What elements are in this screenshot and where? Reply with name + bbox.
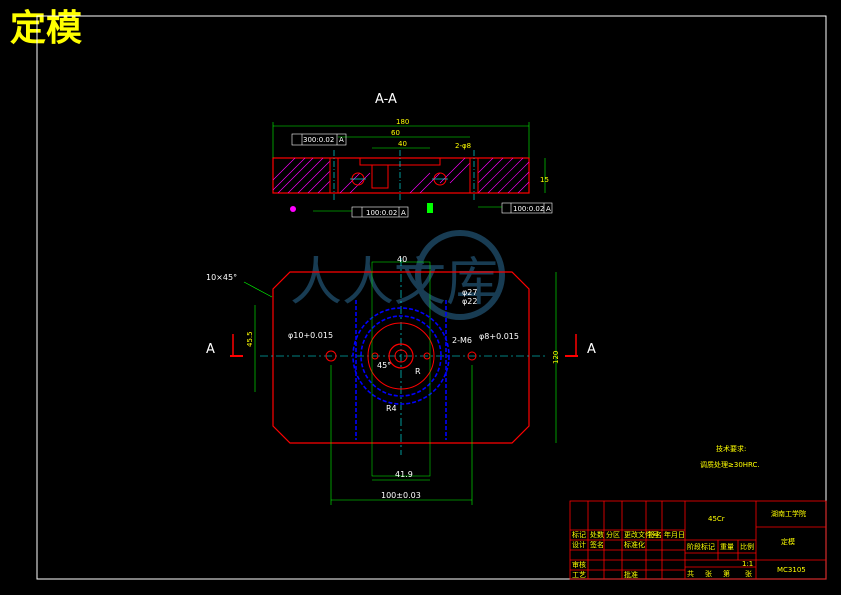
gdt-flat-right: 100:0.02 A: [501, 202, 553, 214]
tb-process: 工艺: [572, 571, 586, 579]
dim-height-right-plan: 120: [552, 351, 560, 364]
dim-circle-inner: φ22: [462, 297, 477, 306]
tb-approve: 批准: [624, 570, 638, 579]
dim-hole-dia-top: 2-φ8: [455, 142, 471, 150]
dim-chamfer: 10×45°: [206, 273, 237, 282]
plan-view: A A 40 10×45° 45.5 120 φ10+0.015 φ8+0.01…: [206, 255, 596, 505]
dim-angle: 45°: [377, 361, 391, 370]
tb-review: 审核: [572, 560, 586, 569]
svg-text:A: A: [546, 205, 551, 213]
tb-drawing-no: MC3105: [777, 566, 806, 574]
dim-thread: 2-M6: [452, 336, 472, 345]
svg-text:100:0.02: 100:0.02: [366, 209, 397, 217]
tb-part-name: 定模: [781, 537, 795, 546]
tb-rev-h3: 更改文件号: [624, 530, 659, 539]
tb-sheet-1: 张: [705, 569, 712, 578]
svg-text:A: A: [401, 209, 406, 217]
section-view: 180 60 40 2-φ8 15 300:0.02 A 100:0.02 A …: [272, 118, 553, 218]
gdt-parallel-top: 300:0.02 A: [291, 133, 347, 146]
dim-r-center: R: [415, 367, 421, 376]
dim-overall-width-top: 180: [396, 118, 409, 126]
gdt-flat-left: 100:0.02 A: [351, 206, 409, 218]
tb-rev-h5: 年月日: [664, 530, 685, 539]
tb-sheet-0: 共: [687, 569, 694, 578]
svg-text:100:0.02: 100:0.02: [513, 205, 544, 213]
tb-design: 设计: [572, 540, 586, 549]
dim-height-right: 15: [540, 176, 549, 184]
section-label: A-A: [375, 92, 397, 107]
dim-hole-left: φ10+0.015: [288, 331, 333, 340]
dim-circle-outer: φ27: [462, 288, 477, 297]
dim-r-small: R4: [386, 404, 397, 413]
watermark: 人人文库: [290, 230, 505, 320]
dim-hole-right: φ8+0.015: [479, 332, 519, 341]
dim-height-left: 45.5: [246, 331, 254, 347]
svg-text:A: A: [339, 136, 344, 144]
watermark-text: 人人文库: [290, 253, 498, 313]
dim-bottom-overall: 100±0.03: [381, 491, 421, 500]
drawing-frame: [36, 15, 827, 580]
tb-rev-h0: 标记: [572, 530, 586, 539]
dim-bottom-inner: 41.9: [395, 470, 413, 479]
section-marker-right: A: [587, 342, 596, 357]
dim-width-top-plan: 40: [397, 255, 407, 264]
tb-rev-h1: 处数: [590, 530, 604, 539]
tb-weight: 重量: [720, 543, 734, 551]
tb-scale-h: 比例: [740, 542, 754, 551]
tb-rev-h4: 签名: [648, 530, 662, 539]
section-marker-left: A: [206, 342, 215, 357]
title-block-text: 45Cr 湖南工学院 定模 MC3105 标记 处数 分区 更改文件号 签名 年…: [572, 509, 806, 579]
tb-stage: 阶段标记: [687, 542, 715, 551]
dim-pocket-width: 40: [398, 140, 407, 148]
tech-line1: 调质处理≥30HRC.: [700, 460, 760, 469]
tb-material: 45Cr: [708, 515, 725, 523]
tb-sheet-3: 张: [745, 569, 752, 578]
tb-school: 湖南工学院: [771, 509, 806, 518]
svg-text:300:0.02: 300:0.02: [303, 136, 334, 144]
title-block: [569, 500, 827, 580]
tb-design-sign: 签名: [590, 540, 604, 549]
tb-sheet-2: 第: [723, 569, 730, 578]
dim-inner-width-top: 60: [391, 129, 400, 137]
tb-scale: 1:1: [742, 560, 753, 568]
tb-rev-h2: 分区: [606, 530, 620, 539]
tech-heading: 技术要求:: [716, 444, 746, 453]
tb-standard: 标准化: [624, 540, 645, 549]
